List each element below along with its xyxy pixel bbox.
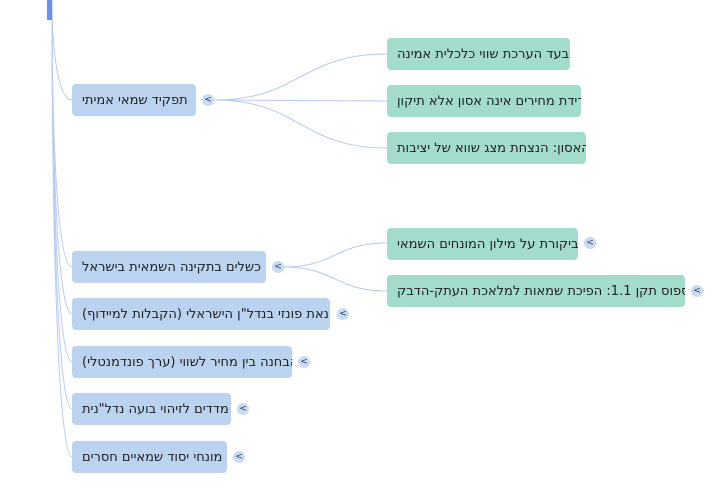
branch-node-price-vs-value[interactable]: הבחנה בין מחיר לשווי (ערך פונדמנטלי) — [72, 346, 292, 378]
expand-toggle-icon[interactable]: < — [691, 285, 703, 297]
expand-toggle-icon[interactable]: < — [337, 308, 349, 320]
branch-node-appraisal-standards-failures[interactable]: כשלים בתקינה השמאית בישראל — [72, 251, 266, 283]
collapse-toggle-icon[interactable]: < — [202, 94, 214, 106]
connector-trunk-6 — [51, 0, 73, 458]
leaf-node-false-stability[interactable]: האסון: הנצחת מצג שווא של יציבות — [387, 132, 586, 164]
connector-b2-c2 — [283, 266, 388, 292]
connector-b1-c1 — [213, 53, 388, 101]
leaf-node-reliable-valuation[interactable]: בעד הערכת שווי כלכלית אמינה — [387, 38, 570, 70]
branch-label: הונאת פונזי בנדל"ן הישראלי (הקבלות למייד… — [82, 306, 330, 322]
expand-toggle-icon[interactable]: < — [233, 451, 245, 463]
leaf-label: פספוס תקן 1.1: הפיכת שמאות למלאכת העתק-ה… — [397, 283, 685, 299]
connector-trunk-1 — [51, 0, 73, 101]
mindmap-spine — [47, 0, 52, 20]
branch-node-missing-terms[interactable]: מונחי יסוד שמאיים חסרים — [72, 441, 227, 473]
connector-b2-c1 — [283, 242, 388, 268]
connector-b1-c3 — [213, 99, 388, 149]
leaf-label: ביקורת על מילון המונחים השמאי — [397, 236, 578, 252]
leaf-node-price-drop-correction[interactable]: ירידת מחירים אינה אסון אלא תיקון — [387, 85, 581, 117]
branch-label: מונחי יסוד שמאיים חסרים — [82, 449, 223, 465]
expand-toggle-icon[interactable]: < — [298, 356, 310, 368]
connector-trunk-3 — [51, 0, 73, 315]
branch-label: כשלים בתקינה השמאית בישראל — [82, 259, 262, 275]
collapse-toggle-icon[interactable]: < — [272, 261, 284, 273]
branch-node-true-appraiser-role[interactable]: תפקיד שמאי אמיתי — [72, 84, 196, 116]
connector-trunk-4 — [51, 0, 73, 363]
leaf-label: האסון: הנצחת מצג שווא של יציבות — [397, 140, 586, 156]
branch-node-ponzi-scheme[interactable]: הונאת פונזי בנדל"ן הישראלי (הקבלות למייד… — [72, 298, 330, 330]
branch-node-bubble-indicators[interactable]: מדדים לזיהוי בועה נדל"נית — [72, 393, 231, 425]
leaf-label: ירידת מחירים אינה אסון אלא תיקון — [397, 93, 581, 109]
branch-label: מדדים לזיהוי בועה נדל"נית — [82, 401, 229, 417]
connector-trunk-5 — [51, 0, 73, 410]
expand-toggle-icon[interactable]: < — [237, 403, 249, 415]
leaf-label: בעד הערכת שווי כלכלית אמינה — [397, 46, 569, 62]
connector-b1-c2 — [213, 99, 388, 102]
leaf-node-glossary-critique[interactable]: ביקורת על מילון המונחים השמאי — [387, 228, 578, 260]
branch-label: תפקיד שמאי אמיתי — [82, 92, 188, 108]
connector-trunk-2 — [51, 0, 73, 268]
expand-toggle-icon[interactable]: < — [584, 237, 596, 249]
leaf-node-standard-1-1-miss[interactable]: פספוס תקן 1.1: הפיכת שמאות למלאכת העתק-ה… — [387, 275, 685, 307]
branch-label: הבחנה בין מחיר לשווי (ערך פונדמנטלי) — [82, 354, 292, 370]
